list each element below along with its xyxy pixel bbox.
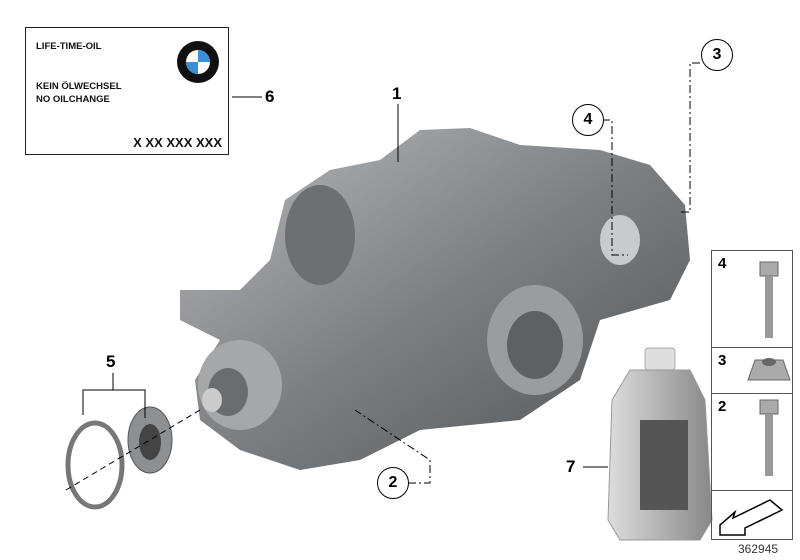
label-line2: KEIN ÖLWECHSEL xyxy=(36,81,122,92)
callout-1: 1 xyxy=(392,84,402,103)
bmw-logo xyxy=(177,41,219,83)
label-line1: LIFE-TIME-OIL xyxy=(36,41,102,52)
callout-6: 6 xyxy=(265,87,275,106)
callout-3: 3 xyxy=(701,39,733,71)
panel-num: 3 xyxy=(718,352,727,369)
label-part-number: X XX XXX XXX xyxy=(133,135,222,150)
arrow-icon xyxy=(719,499,784,536)
oil-label: LIFE-TIME-OIL KEIN ÖLWECHSEL NO OILCHANG… xyxy=(25,27,229,155)
label-line3: NO OILCHANGE xyxy=(36,94,110,105)
oil-bottle xyxy=(607,347,713,541)
seal-ring xyxy=(65,420,125,510)
fastener-panel: 4 3 2 xyxy=(711,250,793,540)
panel-item-2: 2 xyxy=(712,394,792,491)
callout-4: 4 xyxy=(572,104,604,136)
callout-5: 5 xyxy=(106,352,116,371)
panel-parts xyxy=(719,261,791,536)
callout-7: 7 xyxy=(566,457,576,476)
panel-num: 4 xyxy=(718,255,727,272)
panel-item-3: 3 xyxy=(712,348,792,394)
callout-2: 2 xyxy=(377,467,409,499)
image-number: 362945 xyxy=(738,542,779,556)
differential-housing xyxy=(180,128,690,470)
panel-num: 2 xyxy=(718,398,727,415)
panel-item-4: 4 xyxy=(712,251,792,348)
